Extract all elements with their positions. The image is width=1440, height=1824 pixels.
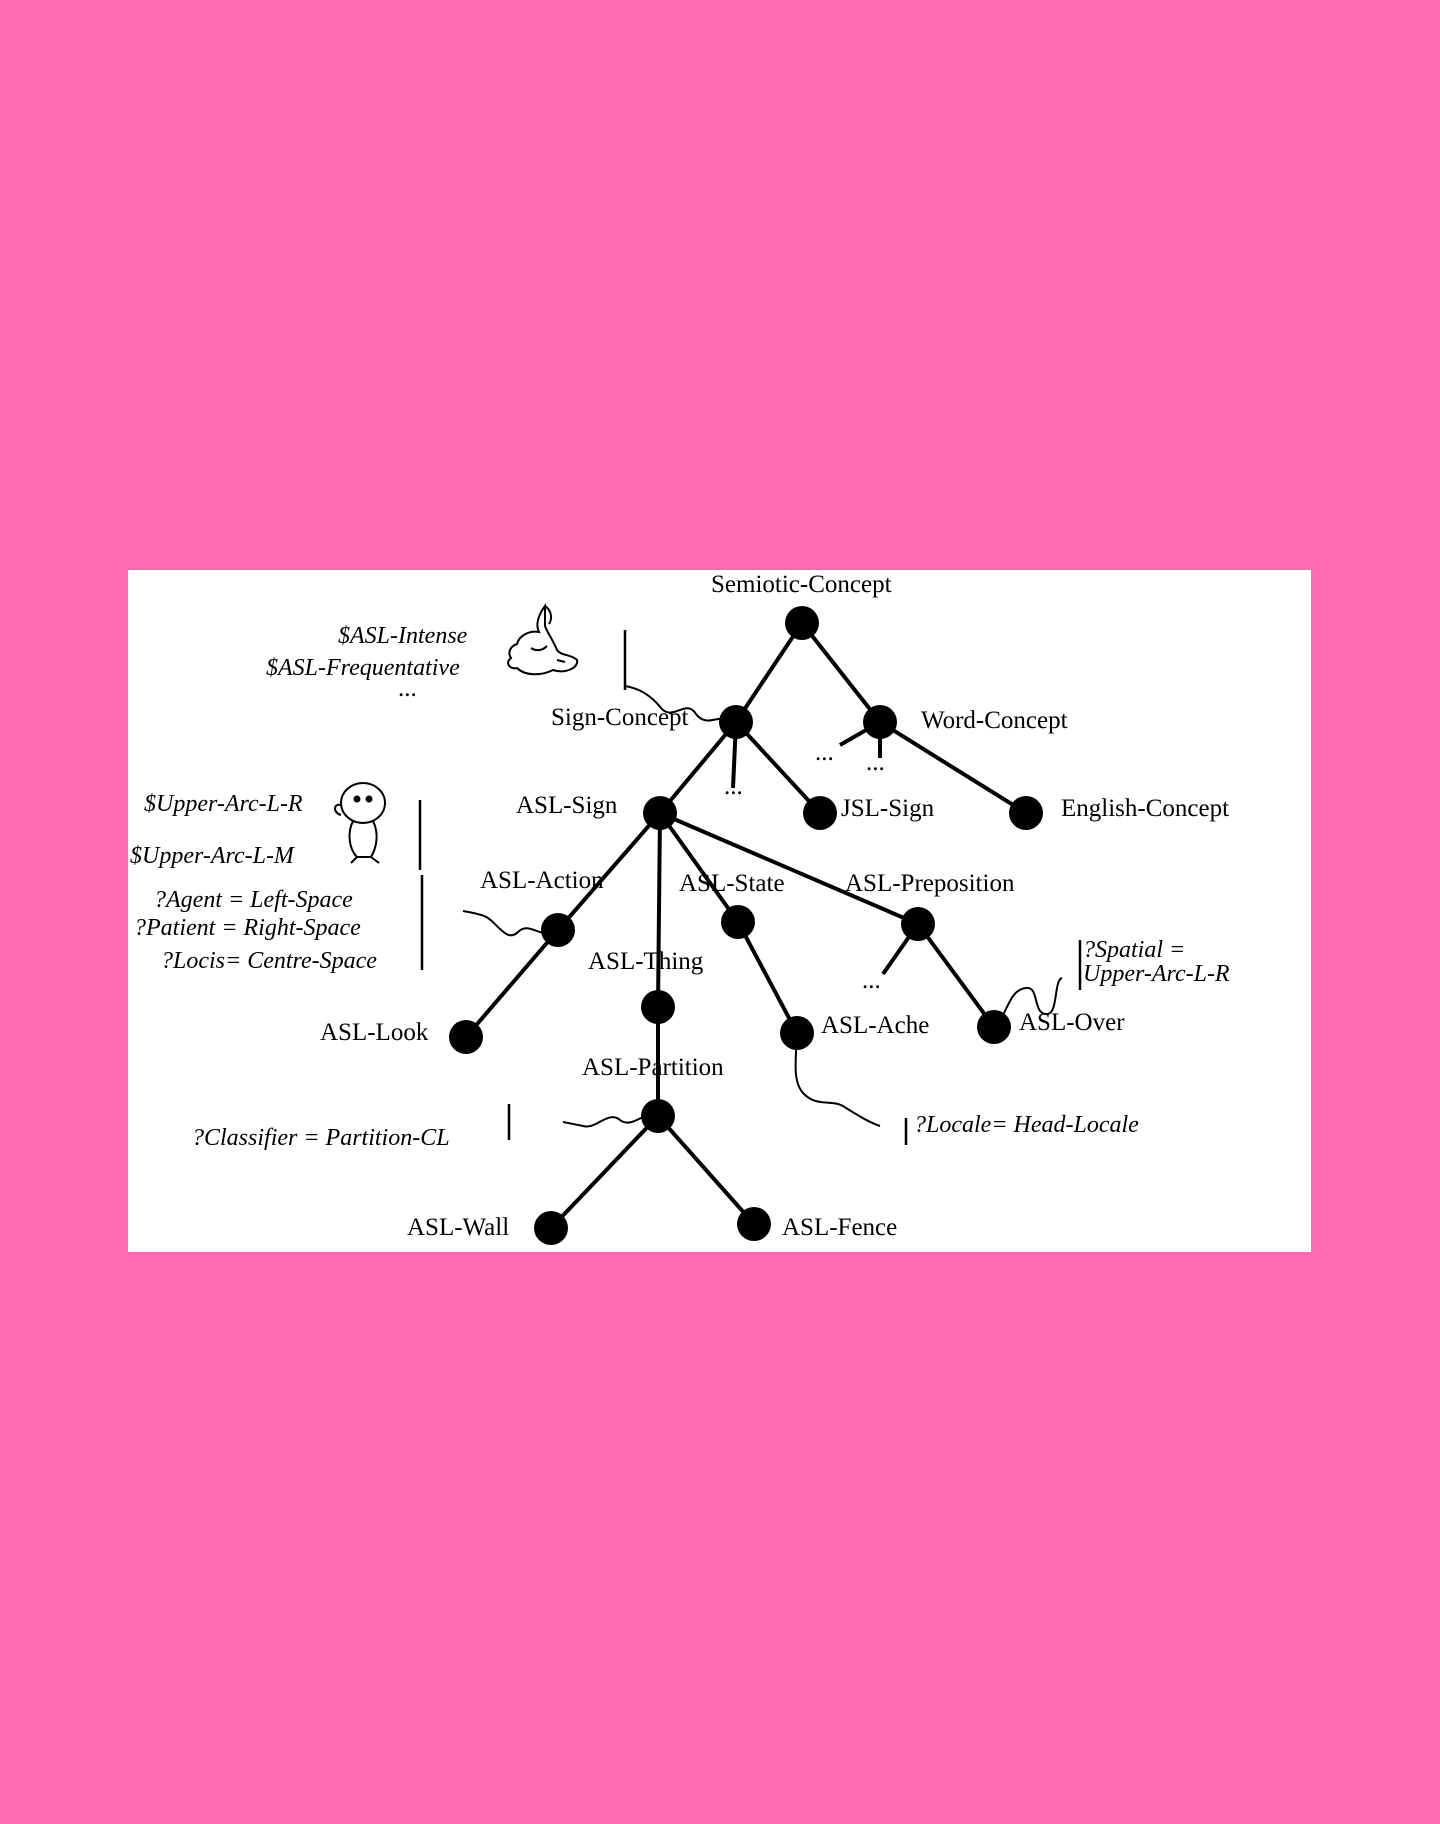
node-asl-ache: [780, 1016, 814, 1050]
label-english-concept: English-Concept: [1061, 795, 1229, 822]
annotation-spatial-value: Upper-Arc-L-R: [1083, 961, 1230, 987]
label-asl-look: ASL-Look: [320, 1019, 429, 1046]
ellipsis-word-concept-left: ...: [815, 739, 834, 766]
node-asl-preposition: [901, 907, 935, 941]
ellipsis-sign-annotation: ...: [398, 675, 417, 702]
label-asl-wall: ASL-Wall: [407, 1214, 509, 1241]
node-sign-concept: [719, 705, 753, 739]
annotation-classifier: ?Classifier = Partition-CL: [192, 1125, 450, 1151]
ellipsis-word-concept-mid: ...: [866, 749, 885, 776]
node-asl-wall: [534, 1211, 568, 1245]
label-jsl-sign: JSL-Sign: [841, 795, 935, 822]
node-word-concept: [863, 705, 897, 739]
label-asl-state: ASL-State: [679, 870, 785, 897]
node-asl-sign: [643, 796, 677, 830]
label-asl-fence: ASL-Fence: [782, 1214, 897, 1241]
annotation-patient: ?Patient = Right-Space: [134, 915, 361, 941]
annotation-asl-intense: $ASL-Intense: [338, 623, 468, 649]
baby-figure-icon: [334, 782, 386, 864]
node-asl-fence: [737, 1207, 771, 1241]
label-semiotic-concept: Semiotic-Concept: [711, 571, 892, 598]
annotation-upper-arc-l-m: $Upper-Arc-L-M: [130, 843, 296, 869]
annotations: $ASL-Intense $ASL-Frequentative $Upper-A…: [130, 623, 1230, 1151]
node-labels: Semiotic-Concept Sign-Concept Word-Conce…: [320, 571, 1229, 1241]
node-english-concept: [1009, 796, 1043, 830]
label-sign-concept: Sign-Concept: [551, 704, 689, 731]
node-asl-action: [541, 913, 575, 947]
node-semiotic-concept: [785, 606, 819, 640]
label-asl-partition: ASL-Partition: [582, 1054, 724, 1081]
annotation-locale: ?Locale= Head-Locale: [914, 1112, 1139, 1138]
label-asl-over: ASL-Over: [1019, 1009, 1125, 1036]
label-asl-thing: ASL-Thing: [588, 948, 704, 975]
annotation-bars: [418, 630, 1082, 1145]
hierarchy-diagram: Semiotic-Concept Sign-Concept Word-Conce…: [130, 571, 1230, 1245]
tree-nodes: [449, 606, 1043, 1245]
label-asl-action: ASL-Action: [480, 867, 604, 894]
label-asl-preposition: ASL-Preposition: [845, 870, 1015, 897]
annotation-connectors: [462, 685, 1063, 1128]
label-word-concept: Word-Concept: [921, 707, 1068, 734]
ellipsis-asl-preposition: ...: [862, 967, 881, 994]
annotation-spatial: ?Spatial =: [1083, 937, 1185, 963]
node-asl-thing: [641, 990, 675, 1024]
node-asl-over: [977, 1010, 1011, 1044]
node-asl-look: [449, 1020, 483, 1054]
ellipses: ... ... ... ... ...: [398, 675, 885, 994]
semiotic-hierarchy-figure: Semiotic-Concept Sign-Concept Word-Conce…: [128, 570, 1311, 1252]
annotation-agent: ?Agent = Left-Space: [154, 887, 353, 913]
annotation-asl-frequentative: $ASL-Frequentative: [266, 655, 460, 681]
annotation-upper-arc-l-r: $Upper-Arc-L-R: [144, 791, 303, 817]
node-jsl-sign: [803, 796, 837, 830]
ellipsis-sign-concept: ...: [724, 773, 743, 800]
label-asl-ache: ASL-Ache: [821, 1012, 929, 1039]
annotation-locis: ?Locis= Centre-Space: [161, 948, 377, 974]
node-asl-partition: [641, 1099, 675, 1133]
node-asl-state: [721, 905, 755, 939]
hand-figure-icon: [507, 602, 579, 676]
label-asl-sign: ASL-Sign: [516, 792, 618, 819]
